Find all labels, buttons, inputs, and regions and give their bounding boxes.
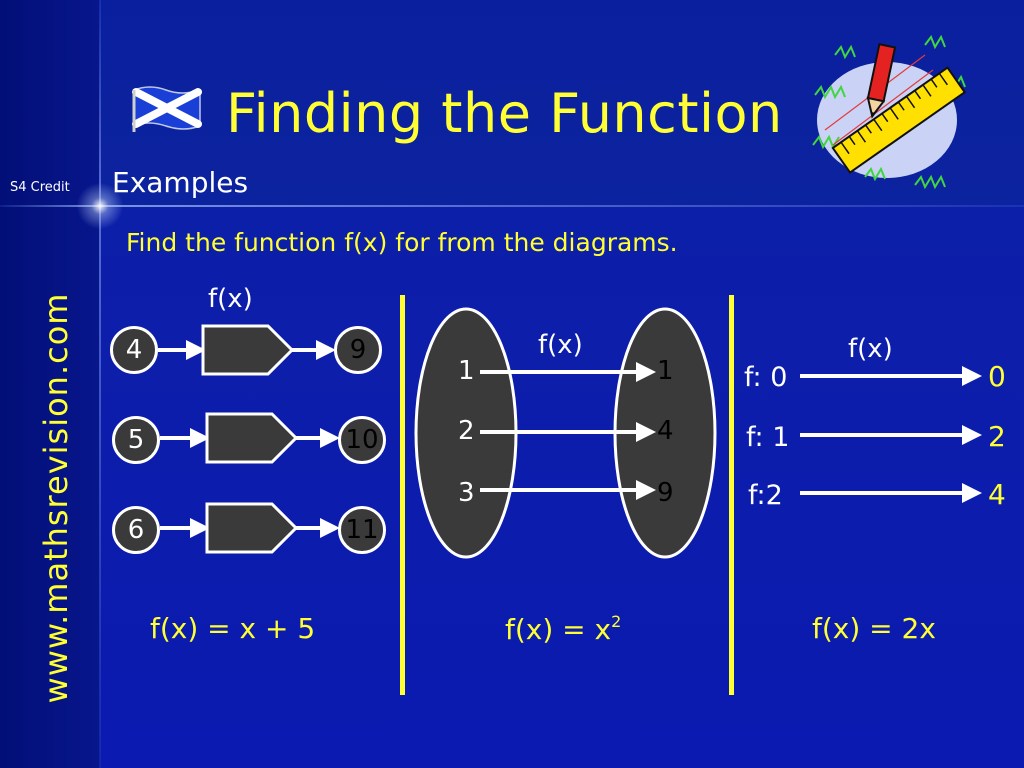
- column-divider: [400, 295, 405, 695]
- mapping-output: 0: [988, 360, 1006, 393]
- section-subtitle: Examples: [112, 166, 249, 199]
- function-machine: [205, 502, 299, 554]
- domain-value: 3: [458, 478, 475, 508]
- input-value: 6: [127, 515, 145, 545]
- input-circle: 6: [112, 506, 160, 554]
- range-value: 9: [657, 478, 674, 508]
- cross-glow: [70, 176, 130, 236]
- course-credit: S4 Credit: [10, 180, 70, 195]
- machine-row-3: [160, 502, 340, 554]
- mapping-label: f(x): [848, 334, 893, 364]
- scottish-flag-icon: [132, 86, 202, 132]
- input-circle: 4: [110, 326, 158, 374]
- machine-label: f(x): [208, 284, 253, 314]
- output-value: 11: [345, 515, 379, 545]
- answer-2-base: f(x) = x: [505, 613, 612, 646]
- mapping-input: f: 0: [744, 362, 788, 393]
- range-value: 4: [657, 416, 674, 446]
- slide-title: Finding the Function: [226, 82, 783, 145]
- vertical-rule: [99, 0, 101, 768]
- left-band: [0, 0, 100, 768]
- input-circle: 5: [112, 416, 160, 464]
- answer-1: f(x) = x + 5: [150, 612, 316, 645]
- mapping-output: 2: [988, 420, 1006, 453]
- input-value: 5: [127, 425, 145, 455]
- output-circle: 10: [338, 416, 386, 464]
- machine-row-1: [158, 324, 336, 376]
- machine-row-2: [160, 412, 340, 464]
- mapping-input: f: 1: [746, 422, 790, 453]
- output-circle: 9: [334, 326, 382, 374]
- input-value: 4: [125, 335, 143, 365]
- output-value: 10: [345, 425, 379, 455]
- function-machine: [205, 412, 299, 464]
- output-circle: 11: [338, 506, 386, 554]
- mapping-output: 4: [988, 478, 1006, 511]
- output-value: 9: [349, 335, 367, 365]
- answer-3: f(x) = 2x: [812, 612, 936, 645]
- domain-value: 1: [458, 356, 475, 386]
- answer-2: f(x) = x2: [505, 612, 621, 646]
- mapping-label: f(x): [538, 330, 583, 360]
- range-value: 1: [657, 356, 674, 386]
- function-machine: [201, 324, 295, 376]
- pencil-ruler-icon: [812, 35, 967, 190]
- column-divider: [729, 295, 734, 695]
- domain-value: 2: [458, 416, 475, 446]
- instruction-text: Find the function f(x) for from the diag…: [126, 228, 678, 257]
- answer-2-exponent: 2: [611, 612, 622, 631]
- horizontal-rule: [0, 205, 1024, 207]
- mapping-input: f:2: [748, 480, 783, 511]
- content-area: [100, 207, 1024, 768]
